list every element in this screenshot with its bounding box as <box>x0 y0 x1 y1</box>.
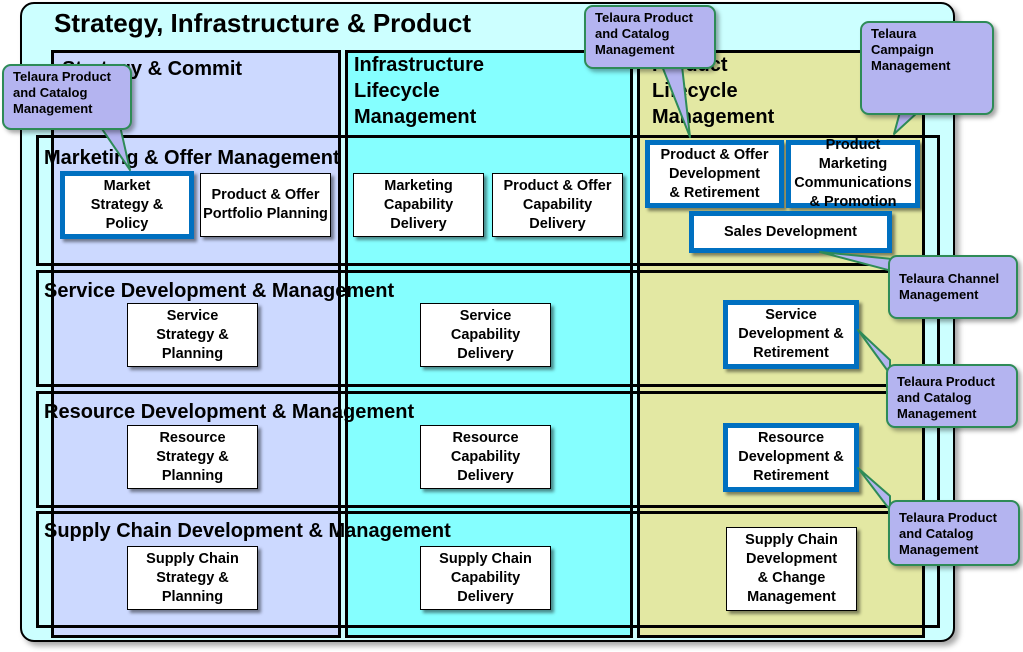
row-resource-development <box>36 391 940 508</box>
callout-pointer-5 <box>857 329 891 375</box>
column-title-line: Lifecycle <box>354 80 440 102</box>
column-title-line: Infrastructure <box>354 54 485 76</box>
callout-pointer-4 <box>819 251 893 272</box>
callout-pointer-2 <box>661 65 691 138</box>
diagram-title: Strategy, Infrastructure & Product <box>54 8 472 38</box>
row-title-supply: Supply Chain Development & Management <box>44 520 451 542</box>
callout-pointer-6 <box>857 467 891 511</box>
row-title-resource: Resource Development & Management <box>44 401 415 423</box>
row-supply-chain <box>36 511 940 628</box>
row-marketing-offer <box>36 135 940 266</box>
column-title-infrastructure: Infrastructure Lifecycle Management <box>354 52 484 130</box>
row-title-service: Service Development & Management <box>44 280 395 302</box>
column-title-line: Management <box>354 106 477 128</box>
callout-pointer-1 <box>99 125 131 171</box>
process-box-sales-development[interactable]: Sales Development <box>689 211 892 253</box>
row-service-development <box>36 270 940 387</box>
callout-pointer-3 <box>893 111 919 135</box>
